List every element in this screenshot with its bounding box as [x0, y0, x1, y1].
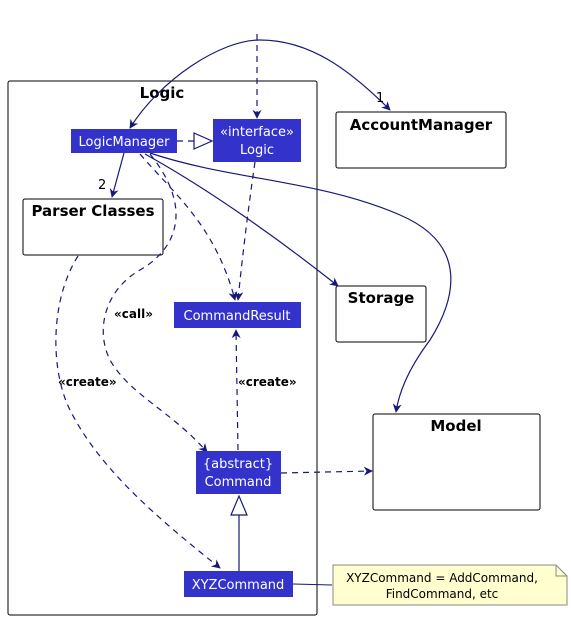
realization-triangle-icon: [193, 132, 214, 150]
parser-classes-box: Parser Classes: [22, 198, 164, 256]
logic-manager-class: LogicManager: [71, 129, 177, 153]
logicmanager-model-edge: [149, 152, 452, 413]
logicmanager-storage-edge: [144, 153, 339, 287]
logic-interface-label: Logic: [240, 143, 274, 158]
note-connector: [292, 583, 333, 586]
account-manager-title: AccountManager: [350, 116, 493, 134]
parser-classes-title: Parser Classes: [31, 202, 154, 220]
xyz-command-label: XYZCommand: [192, 578, 285, 593]
xyz-command-class: XYZCommand: [184, 571, 293, 597]
model-box: Model: [372, 413, 541, 511]
logicmanager-accountmanager-edge: [129, 39, 391, 129]
account-manager-multiplicity: 1: [376, 91, 384, 106]
logicmanager-command-call-edge: [102, 153, 208, 453]
create-result-label: «create»: [238, 375, 297, 389]
logic-interface-class: «interface» Logic: [213, 119, 301, 162]
command-result-class: CommandResult: [174, 302, 301, 328]
account-manager-box: AccountManager: [335, 111, 507, 169]
note: XYZCommand = AddCommand, FindCommand, et…: [332, 564, 568, 606]
logicmanager-commandresult-edge: [139, 153, 238, 301]
note-line-1: XYZCommand = AddCommand,: [346, 571, 538, 585]
storage-box: Storage: [335, 285, 427, 343]
command-model-edge: [280, 466, 373, 476]
logic-interface-stereotype: «interface»: [220, 125, 294, 140]
command-result-label: CommandResult: [184, 309, 291, 324]
parser-classes-multiplicity: 2: [98, 178, 106, 193]
logic-manager-label: LogicManager: [79, 135, 171, 150]
command-commandresult-create-edge: [231, 329, 241, 451]
inheritance-triangle-icon: [230, 494, 248, 516]
logicmanager-parser-edge: [109, 152, 125, 198]
logic-package-title: Logic: [140, 84, 185, 102]
model-title: Model: [430, 417, 481, 435]
parser-xyzcommand-create-edge: [55, 255, 221, 569]
command-label: Command: [205, 475, 272, 490]
command-stereotype: {abstract}: [203, 457, 273, 472]
command-class: {abstract} Command: [196, 451, 281, 494]
note-line-2: FindCommand, etc: [386, 587, 499, 601]
logic-commandresult-edge: [234, 161, 256, 301]
storage-title: Storage: [348, 289, 415, 307]
create-parser-label: «create»: [58, 375, 117, 389]
call-label: «call»: [114, 307, 153, 321]
